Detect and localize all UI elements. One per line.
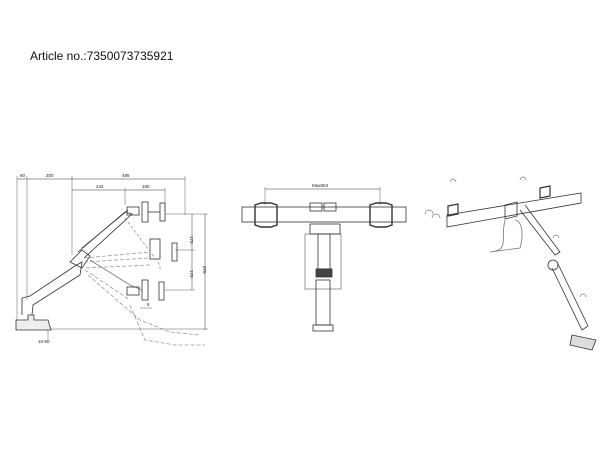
front-view-drawing (241, 187, 407, 332)
side-view-drawing (15, 176, 208, 346)
dim-span: Max663 (312, 183, 329, 188)
dim-reach-inner: 200 (46, 173, 54, 178)
dim-head-segment: 180 (142, 184, 150, 189)
dim-height-total: 575 (202, 266, 207, 274)
article-number: Article no.:7350073735921 (30, 49, 174, 63)
dim-base-depth: 60 (20, 173, 26, 178)
dim-height-lower: 170 (189, 270, 194, 278)
dim-arm-segment: 242 (96, 184, 104, 189)
perspective-view-drawing (424, 176, 597, 351)
dim-tilt-offset: 8 (147, 302, 150, 307)
dim-desk-thickness: 10-50 (38, 339, 50, 344)
side-view-dimension-labels: 60 200 495 242 180 170 170 575 8 10-50 (20, 173, 207, 344)
dim-reach-total: 495 (122, 173, 130, 178)
dim-height-upper: 170 (189, 236, 194, 244)
